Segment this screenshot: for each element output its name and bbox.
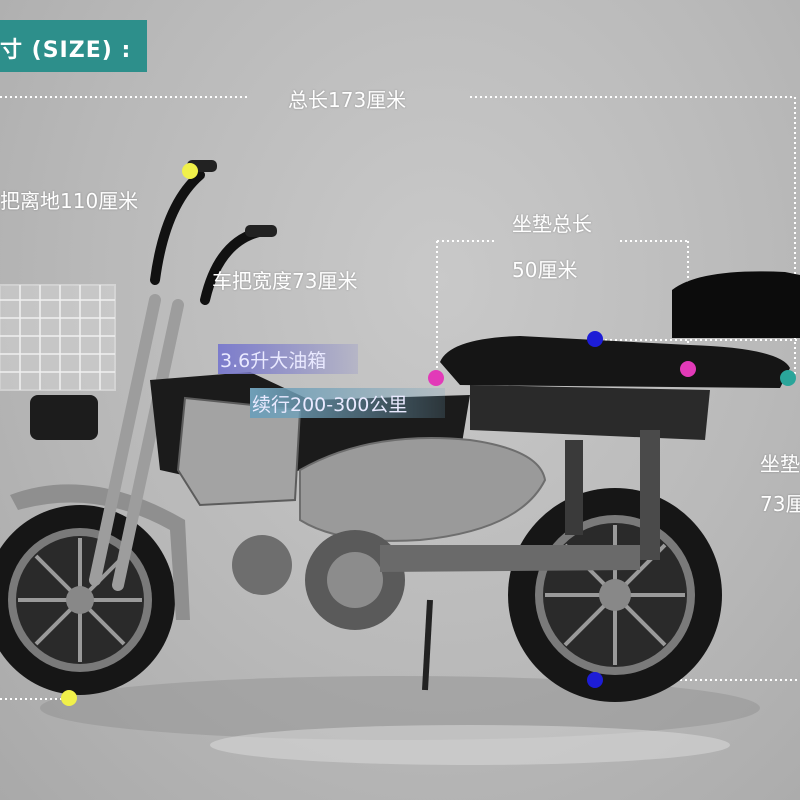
seat-height-title: 坐垫 (760, 452, 800, 476)
front-wheel (0, 505, 175, 695)
seat-height-value: 73厘 (760, 492, 800, 516)
range-tag: 续行200-300公里 (250, 388, 445, 418)
handlebar-top-dot (182, 163, 198, 179)
tank-capacity-tag: 3.6升大油箱 (218, 344, 358, 374)
basket (0, 284, 116, 391)
header-banner: 寸 (SIZE) : (0, 20, 147, 72)
seat-front-dot (428, 370, 444, 386)
rear-wheel (508, 488, 722, 702)
rear-end-dot (780, 370, 796, 386)
handlebar-height-label: 把离地110厘米 (0, 189, 139, 213)
handlebar-width-label: 车把宽度73厘米 (212, 269, 358, 293)
seat-rear-dot (680, 361, 696, 377)
seat-top-dot (587, 331, 603, 347)
header-label: 寸 (SIZE) : (0, 38, 132, 63)
total-length-label: 总长173厘米 (288, 88, 407, 112)
ground-dot-front (61, 690, 77, 706)
ground-dot-rear (587, 672, 603, 688)
seat-length-value: 50厘米 (512, 258, 578, 282)
seat-length-title: 坐垫总长 (512, 212, 592, 236)
tank-capacity-text: 3.6升大油箱 (220, 350, 327, 372)
range-text: 续行200-300公里 (252, 394, 408, 416)
